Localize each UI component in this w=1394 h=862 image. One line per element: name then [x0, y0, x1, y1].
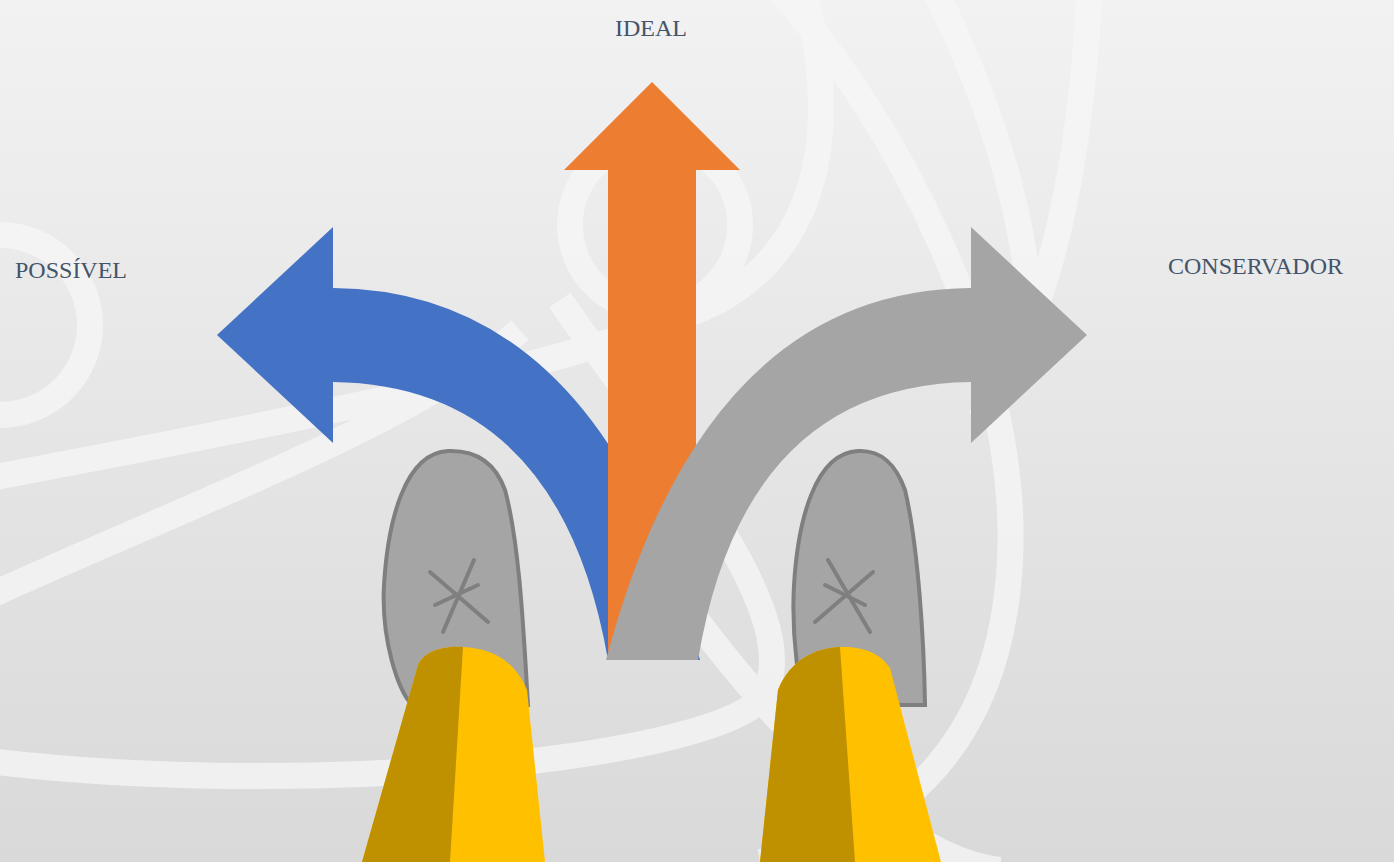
arrow-head — [564, 82, 740, 170]
shoe-laces — [430, 560, 488, 632]
left-leg — [362, 647, 545, 862]
background-swirls — [0, 0, 1090, 862]
direction-label: POSSÍVEL — [15, 257, 127, 283]
right-arrow — [606, 227, 1087, 660]
trouser — [362, 647, 545, 862]
trouser — [760, 647, 941, 862]
trouser-shade — [760, 647, 855, 862]
trouser-shade — [362, 647, 463, 862]
shoe-laces — [815, 560, 873, 632]
right-leg — [760, 647, 941, 862]
arrow-head — [971, 227, 1087, 443]
direction-label: IDEAL — [615, 15, 687, 41]
direction-label: CONSERVADOR — [1168, 253, 1343, 279]
arrow-head — [217, 227, 333, 443]
